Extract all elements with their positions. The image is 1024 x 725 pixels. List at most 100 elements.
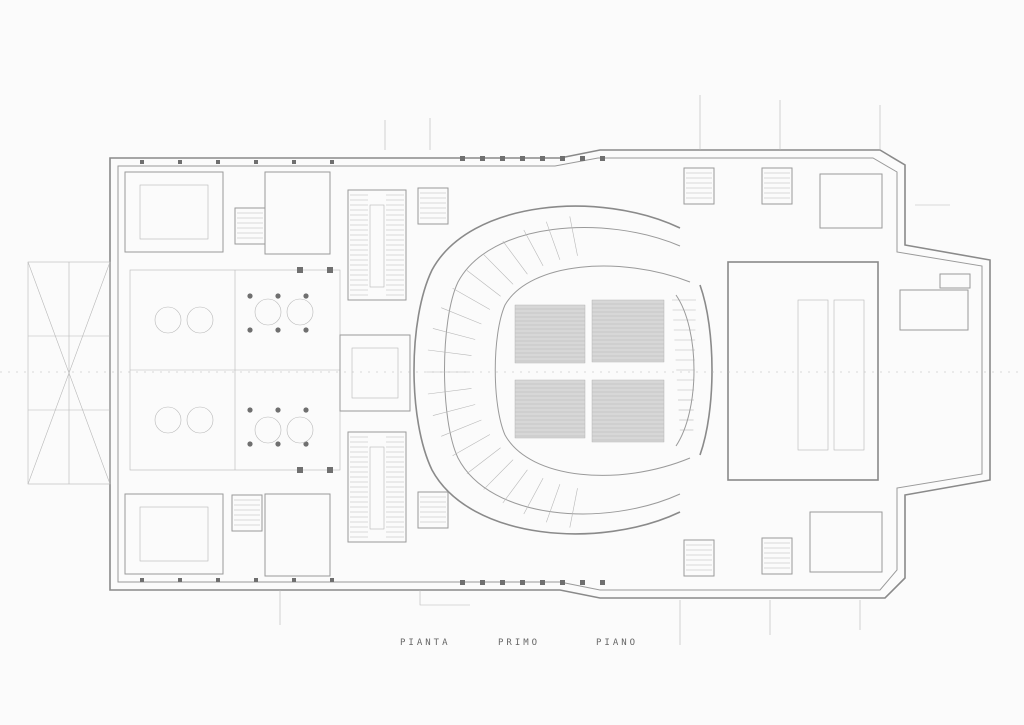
service-stair xyxy=(417,491,449,529)
window xyxy=(600,156,605,161)
window xyxy=(216,578,220,582)
window xyxy=(580,580,585,585)
window xyxy=(560,156,565,161)
box-partition xyxy=(432,404,476,416)
column xyxy=(303,293,309,299)
column xyxy=(275,327,281,333)
auditorium-outer-wall xyxy=(413,205,681,535)
window xyxy=(460,580,465,585)
box-partition xyxy=(546,484,561,523)
box-partition xyxy=(441,307,482,325)
parterre-edge xyxy=(494,265,691,476)
vault xyxy=(286,416,314,444)
room-southeast xyxy=(809,511,883,573)
window xyxy=(500,580,505,585)
window xyxy=(480,580,485,585)
window xyxy=(540,580,545,585)
box-partition xyxy=(432,328,476,340)
box-partition xyxy=(502,469,528,504)
window xyxy=(292,160,296,164)
column xyxy=(247,441,253,447)
service-stair xyxy=(761,167,793,205)
service-stair xyxy=(234,207,266,245)
box-partition xyxy=(546,221,561,260)
box-tier-ring xyxy=(444,227,681,515)
window xyxy=(292,578,296,582)
vault xyxy=(186,306,214,334)
box-partition xyxy=(483,459,514,490)
callout-leaders xyxy=(279,95,950,645)
service-stair xyxy=(231,494,263,532)
box-partition xyxy=(523,477,544,515)
window xyxy=(520,156,525,161)
window xyxy=(580,156,585,161)
window xyxy=(460,156,465,161)
box-partition xyxy=(427,388,472,395)
window xyxy=(140,578,144,582)
stage xyxy=(727,261,879,481)
box-partition xyxy=(452,288,491,310)
drawing-caption-word-1: PIANTA xyxy=(400,638,451,648)
box-partition xyxy=(452,434,491,456)
vault xyxy=(254,416,282,444)
window xyxy=(178,160,182,164)
vestibule xyxy=(339,334,411,412)
column xyxy=(275,407,281,413)
pier xyxy=(327,267,333,273)
stage-trap-1 xyxy=(797,299,829,451)
vault xyxy=(286,298,314,326)
service-stair xyxy=(683,167,715,205)
column xyxy=(247,327,253,333)
orchestra-pit xyxy=(675,294,695,447)
window xyxy=(216,160,220,164)
outer-wall xyxy=(109,149,991,599)
column xyxy=(247,407,253,413)
foyer-vaults xyxy=(154,298,314,444)
drawing-caption-word-2: PRIMO xyxy=(498,638,541,648)
box-partition xyxy=(569,488,578,528)
window xyxy=(560,580,565,585)
service-stair xyxy=(761,537,793,575)
column xyxy=(303,407,309,413)
box-partition xyxy=(441,419,482,437)
room-northwest xyxy=(124,171,224,253)
room-southwest xyxy=(124,493,224,575)
window xyxy=(520,580,525,585)
vault xyxy=(186,406,214,434)
room-northeast xyxy=(819,173,883,229)
window xyxy=(330,578,334,582)
proscenium xyxy=(699,284,713,456)
boxes xyxy=(426,216,578,528)
stalls-seating xyxy=(514,299,696,443)
seating-block xyxy=(514,379,586,439)
window xyxy=(500,156,505,161)
pier xyxy=(327,467,333,473)
column xyxy=(275,441,281,447)
vault xyxy=(254,298,282,326)
seating-block xyxy=(514,304,586,364)
vault xyxy=(154,406,182,434)
box-partition xyxy=(502,240,528,275)
seating-block xyxy=(591,299,665,363)
pier xyxy=(297,267,303,273)
stage-trap-2 xyxy=(833,299,865,451)
window xyxy=(178,578,182,582)
pier xyxy=(297,467,303,473)
column xyxy=(303,441,309,447)
inner-wall xyxy=(117,157,983,591)
backstage-room xyxy=(899,289,969,331)
box-partition xyxy=(466,447,501,474)
box-partition xyxy=(466,270,501,297)
window xyxy=(254,160,258,164)
foyer-columns xyxy=(247,267,333,473)
column xyxy=(303,327,309,333)
window xyxy=(480,156,485,161)
box-partition xyxy=(427,349,472,356)
service-stair xyxy=(683,539,715,577)
seating-block xyxy=(591,379,665,443)
window xyxy=(330,160,334,164)
box-partition xyxy=(483,254,514,285)
portico xyxy=(27,261,111,485)
